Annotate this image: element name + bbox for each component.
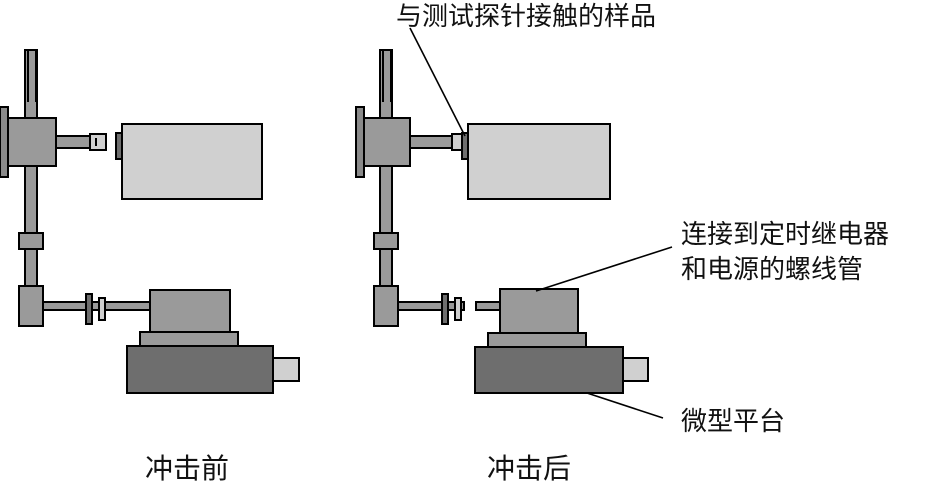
lower-arm-block	[373, 285, 399, 327]
bracket-plate	[0, 106, 9, 178]
before-impact-assembly	[0, 49, 300, 394]
stage-knob	[622, 357, 649, 382]
rod-collar	[373, 232, 399, 250]
label-solenoid-line2: 和电源的螺线管	[681, 255, 863, 285]
test-probe-tip	[89, 133, 107, 151]
micro-stage-base	[126, 345, 274, 394]
stage-upper	[139, 331, 239, 347]
caption-before-impact: 冲击前	[145, 452, 229, 485]
label-solenoid-line1: 连接到定时继电器	[681, 220, 889, 250]
leader-line-stage	[586, 392, 664, 419]
plunger-stub	[475, 301, 501, 311]
leader-line-sample	[409, 27, 466, 137]
bracket-plate	[355, 106, 365, 178]
solenoid-plunger-rod	[397, 301, 465, 311]
test-probe-tip	[451, 133, 463, 151]
probe-holder-block	[7, 117, 57, 167]
test-probe-shaft	[55, 135, 91, 149]
after-impact-assembly	[355, 49, 649, 394]
rod-flange	[98, 297, 106, 321]
stage-upper	[487, 332, 587, 348]
leader-line-solenoid	[535, 246, 673, 292]
solenoid-body	[149, 289, 231, 333]
micro-stage-base	[474, 346, 624, 394]
label-sample-contact: 与测试探针接触的样品	[396, 2, 656, 32]
label-micro-stage: 微型平台	[681, 407, 785, 437]
sample-block	[467, 123, 611, 200]
probe-holder-block	[363, 117, 411, 167]
lower-arm-block	[18, 285, 44, 327]
stage-knob	[272, 357, 300, 382]
solenoid-body	[499, 288, 579, 334]
rod-flange	[441, 293, 449, 325]
caption-after-impact: 冲击后	[487, 452, 571, 485]
test-probe-shaft	[409, 135, 453, 149]
rod-flange	[85, 293, 93, 325]
rod-collar	[18, 232, 44, 250]
rod-flange	[454, 297, 462, 321]
sample-block	[121, 123, 263, 200]
